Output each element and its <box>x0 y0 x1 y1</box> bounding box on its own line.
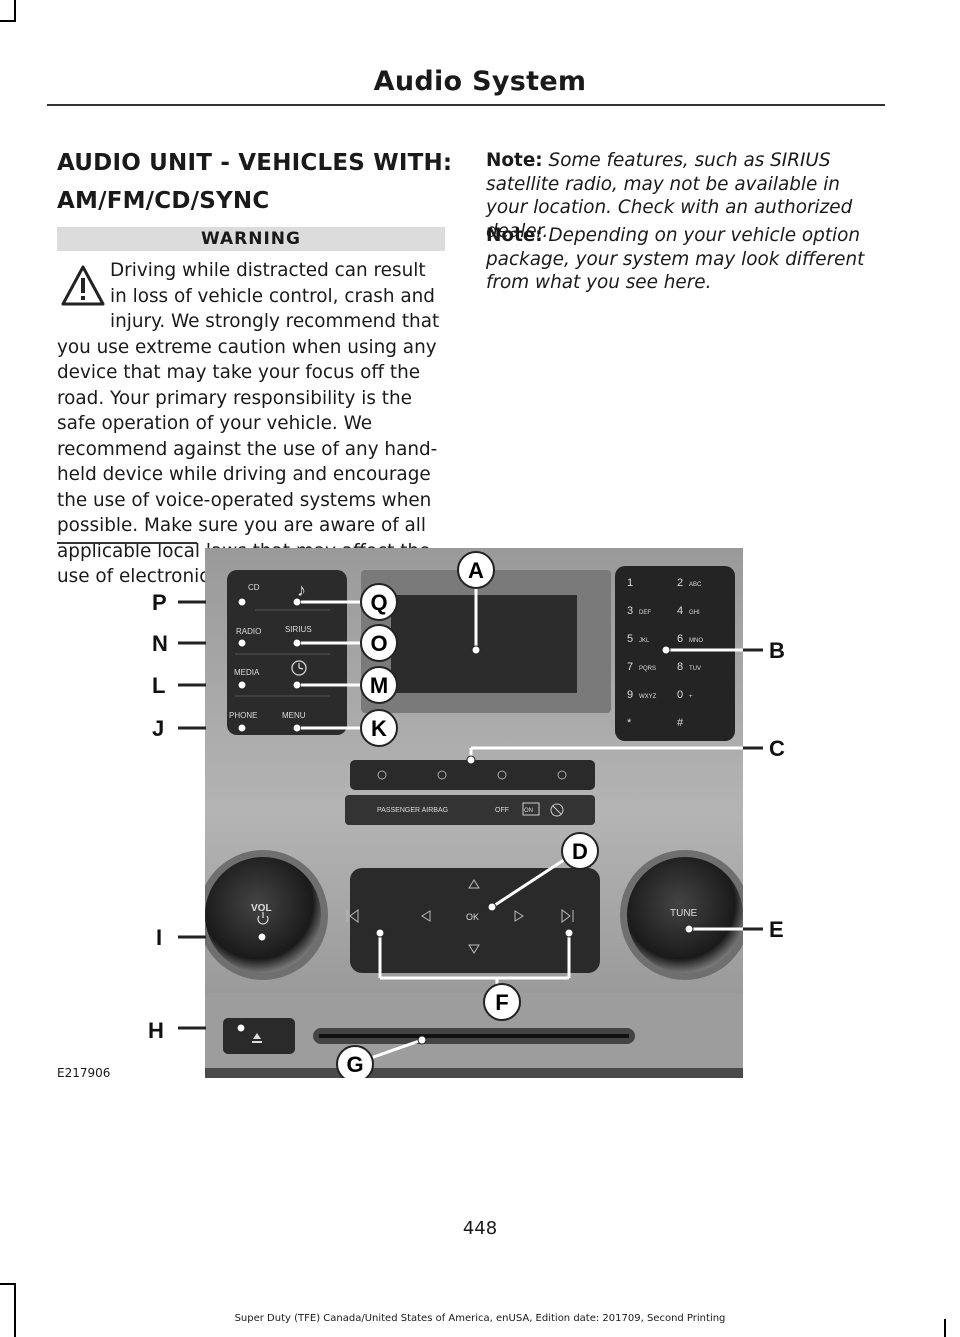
callout-a: A <box>468 558 484 583</box>
keypad-key-letters: PQRS <box>639 666 656 672</box>
callout-d: D <box>572 839 588 864</box>
ok-button: OK <box>466 912 479 922</box>
keypad-key-letters: MNO <box>689 638 703 644</box>
keypad-key-4: 4 <box>677 605 683 617</box>
keypad-key-1: 1 <box>627 577 633 589</box>
callout-l: L <box>152 673 165 698</box>
music-button: ♪ <box>297 580 306 600</box>
warning-label: WARNING <box>57 227 445 251</box>
crop-mark <box>14 1283 16 1337</box>
keypad-key-letters: ABC <box>689 582 702 588</box>
keypad-key-2: 2 <box>677 577 683 589</box>
callout-k: K <box>371 716 387 741</box>
callout-c: C <box>769 736 785 761</box>
note-1: Note: Some features, such as SIRIUS sate… <box>486 149 886 243</box>
callout-n: N <box>152 631 168 656</box>
callout-m: M <box>370 673 388 698</box>
right-callouts: B C E <box>743 638 785 942</box>
callout-f: F <box>495 990 508 1015</box>
keypad-key-0: 0 <box>677 689 683 701</box>
keypad-key-7: 7 <box>627 661 633 673</box>
menu-button: MENU <box>282 711 306 720</box>
power-icon <box>257 912 269 925</box>
warning-text-intro: Driving while distracted can result in l… <box>110 260 440 332</box>
tune-knob-label: TUNE <box>670 908 698 919</box>
keypad-key-letters: WXYZ <box>639 694 657 700</box>
keypad-key-3: 3 <box>627 605 633 617</box>
warning-text: Driving while distracted can result in l… <box>57 258 447 590</box>
callout-b: B <box>769 638 785 663</box>
vol-knob-label: VOL <box>251 903 272 914</box>
note-2-label: Note: <box>486 225 543 246</box>
figure-id: E217906 <box>57 1066 111 1080</box>
header-rule <box>47 104 885 106</box>
warning-text-body: you use extreme caution when using any d… <box>57 336 438 588</box>
radio-button: RADIO <box>236 627 261 636</box>
callout-e: E <box>769 917 784 942</box>
keypad-key-5: 5 <box>627 633 633 645</box>
warning-end-rule <box>57 542 197 544</box>
heading-line-1: AUDIO UNIT - VEHICLES WITH: <box>57 150 453 176</box>
section-heading: AUDIO UNIT - VEHICLES WITH: AM/FM/CD/SYN… <box>57 144 457 220</box>
audio-unit-photo: CD ♪ RADIO SIRIUS MEDIA PHONE MENU PASSE… <box>205 548 743 1078</box>
keypad-key-#: # <box>677 717 684 729</box>
heading-line-2: AM/FM/CD/SYNC <box>57 188 270 214</box>
keypad-key-letters: TUV <box>689 666 701 672</box>
page-number: 448 <box>462 1218 498 1239</box>
keypad-key-*: * <box>627 717 632 729</box>
section-title: Audio System <box>373 66 587 97</box>
crop-mark <box>0 1283 16 1285</box>
callout-i: I <box>156 925 162 950</box>
callout-h: H <box>148 1018 164 1043</box>
note-2-text: Depending on your vehicle option package… <box>486 225 865 293</box>
note-1-text: Some features, such as SIRIUS satellite … <box>486 150 853 242</box>
crop-mark <box>14 0 16 22</box>
callout-g: G <box>346 1052 363 1077</box>
phone-button: PHONE <box>229 711 257 720</box>
callout-p: P <box>152 590 167 615</box>
note-2: Note: Depending on your vehicle option p… <box>486 224 886 295</box>
footer-text: Super Duty (TFE) Canada/United States of… <box>234 1313 726 1324</box>
keypad-key-letters: + <box>689 694 693 700</box>
note-1-label: Note: <box>486 150 543 171</box>
keypad-key-9: 9 <box>627 689 633 701</box>
sirius-button: SIRIUS <box>285 625 312 634</box>
crop-mark <box>944 1319 946 1337</box>
airbag-label: PASSENGER AIRBAG <box>377 807 448 814</box>
keypad-key-letters: DEF <box>639 610 651 616</box>
keypad-key-6: 6 <box>677 633 683 645</box>
callout-q: Q <box>370 590 387 615</box>
cd-button: CD <box>248 583 260 592</box>
crop-mark <box>0 20 16 22</box>
airbag-on-label: ON <box>524 808 533 814</box>
clock-icon <box>291 660 307 676</box>
media-button: MEDIA <box>234 668 260 677</box>
callout-o: O <box>370 631 387 656</box>
left-callouts: P N L J I H <box>148 590 206 1043</box>
warning-triangle-icon <box>61 265 105 306</box>
keypad-key-letters: GHI <box>689 610 700 616</box>
callout-j: J <box>152 716 164 741</box>
airbag-off-label: OFF <box>495 807 509 814</box>
keypad-key-8: 8 <box>677 661 683 673</box>
keypad-key-letters: JKL <box>639 638 650 644</box>
